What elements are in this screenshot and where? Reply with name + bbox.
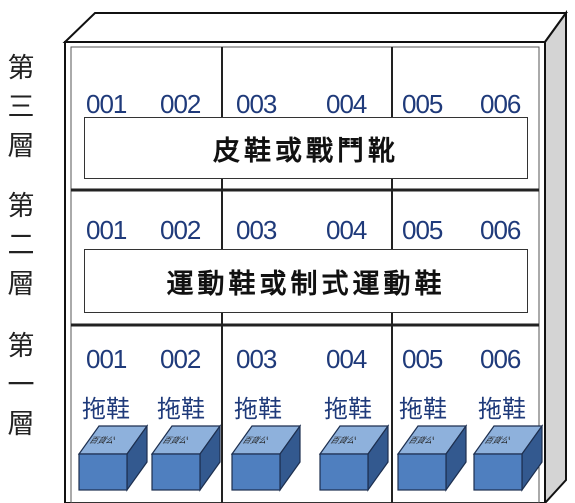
cabinet-side bbox=[544, 9, 567, 503]
slipper-label-001: 拖鞋 bbox=[82, 395, 130, 423]
shoe-box-004: 百貨公 bbox=[318, 424, 390, 492]
slot-number-f3-002: 002 bbox=[160, 89, 201, 119]
slipper-label-005: 拖鞋 bbox=[399, 395, 447, 423]
slot-number-f3-001: 001 bbox=[86, 89, 127, 119]
shoe-box-006: 百貨公 bbox=[472, 424, 544, 492]
shoe-box-lid-label: 百貨公 bbox=[160, 435, 192, 446]
floor-label-1-char-3: 層 bbox=[7, 409, 35, 440]
slot-number-f2-004: 004 bbox=[326, 215, 367, 245]
slot-number-f1-004: 004 bbox=[326, 344, 367, 374]
slot-number-f2-003: 003 bbox=[236, 215, 277, 245]
shoe-box-front bbox=[473, 453, 523, 491]
slot-number-f2-001: 001 bbox=[86, 215, 127, 245]
shoe-box-002: 百貨公 bbox=[150, 424, 222, 492]
cabinet-top bbox=[62, 12, 568, 43]
shoe-box-front bbox=[151, 453, 201, 491]
slipper-label-004: 拖鞋 bbox=[324, 395, 372, 423]
slot-number-f2-002: 002 bbox=[160, 215, 201, 245]
shoe-box-front bbox=[319, 453, 369, 491]
shoe-box-003: 百貨公 bbox=[230, 424, 302, 492]
floor-label-2: 第 二 層 bbox=[4, 187, 38, 304]
shoe-box-front bbox=[397, 453, 447, 491]
floor-label-1: 第 一 層 bbox=[4, 327, 38, 444]
floor-label-3: 第 三 層 bbox=[4, 49, 38, 166]
slot-number-f1-001: 001 bbox=[86, 344, 127, 374]
slot-number-f1-003: 003 bbox=[236, 344, 277, 374]
floor-label-1-char-1: 第 bbox=[7, 331, 35, 362]
floor-label-2-char-1: 第 bbox=[7, 191, 35, 222]
slot-number-f3-003: 003 bbox=[236, 89, 277, 119]
shoe-box-lid-label: 百貨公 bbox=[482, 435, 514, 446]
shoe-box-lid-label: 百貨公 bbox=[328, 435, 360, 446]
floor-2-banner: 運動鞋或制式運動鞋 bbox=[84, 249, 528, 313]
shoe-box-lid-label: 百貨公 bbox=[240, 435, 272, 446]
cabinet-inner-panel bbox=[70, 46, 540, 503]
floor-label-1-char-2: 一 bbox=[7, 370, 35, 401]
slot-number-f2-006: 006 bbox=[480, 215, 521, 245]
floor-label-2-char-2: 二 bbox=[7, 230, 35, 261]
slot-number-f1-005: 005 bbox=[402, 344, 443, 374]
slot-number-f3-006: 006 bbox=[480, 89, 521, 119]
shoe-box-layer: 百貨公 百貨公 百貨公 百貨公 百貨公 百貨公 bbox=[77, 424, 544, 492]
shoe-box-lid-label: 百貨公 bbox=[87, 435, 119, 446]
slot-number-f1-002: 002 bbox=[160, 344, 201, 374]
slot-number-f3-004: 004 bbox=[326, 89, 367, 119]
floor-label-3-char-1: 第 bbox=[7, 53, 35, 84]
slipper-label-006: 拖鞋 bbox=[478, 395, 526, 423]
slipper-label-002: 拖鞋 bbox=[157, 395, 205, 423]
shoe-box-005: 百貨公 bbox=[396, 424, 468, 492]
shoe-box-front bbox=[78, 453, 128, 491]
shoe-box-front bbox=[231, 453, 281, 491]
floor-label-2-char-3: 層 bbox=[7, 269, 35, 300]
slot-number-f2-005: 005 bbox=[402, 215, 443, 245]
floor-3-banner: 皮鞋或戰鬥靴 bbox=[84, 117, 528, 179]
floor-label-3-char-2: 三 bbox=[7, 92, 35, 123]
floor-label-3-char-3: 層 bbox=[7, 131, 35, 162]
slipper-label-003: 拖鞋 bbox=[234, 395, 282, 423]
shoe-box-001: 百貨公 bbox=[77, 424, 149, 492]
shoe-box-lid-label: 百貨公 bbox=[406, 435, 438, 446]
slot-number-f1-006: 006 bbox=[480, 344, 521, 374]
slot-number-f3-005: 005 bbox=[402, 89, 443, 119]
